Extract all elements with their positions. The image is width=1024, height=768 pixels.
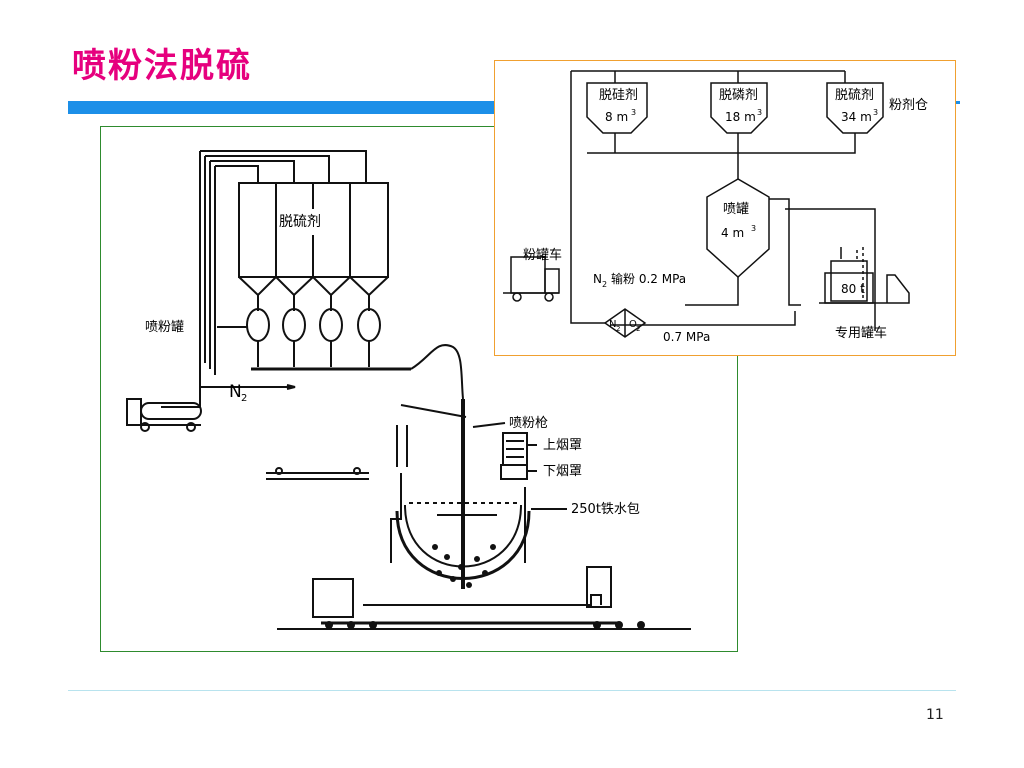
gas-box-oxygen: O	[629, 319, 637, 330]
silo-2-volume-sup: 3	[757, 108, 762, 117]
title-underline-tail	[956, 101, 960, 104]
nitrogen-subscript: 2	[241, 393, 247, 404]
silo-1-volume-sup: 3	[631, 108, 636, 117]
inset-diagram-panel: 脱硅剂 8 m 3 脱磷剂 18 m 3 脱硫剂 34 m 3 粉剂仓 喷罐 4…	[494, 60, 956, 356]
desulfurizer-label: 脱硫剂	[279, 214, 321, 230]
gas-box-oxygen-sub: 2	[636, 325, 640, 333]
pressure-label: 0.7 MPa	[663, 330, 710, 344]
car-capacity: 80 t	[841, 282, 865, 296]
silo-3-volume: 34 m	[841, 110, 872, 124]
lance-label: 喷粉枪	[509, 415, 548, 431]
injection-tank-volume-sup: 3	[751, 224, 756, 233]
silo-3-name: 脱硫剂	[835, 88, 874, 103]
transport-prefix: N	[593, 272, 602, 286]
silo-label-background	[306, 209, 336, 235]
title-underline-bar	[68, 101, 498, 114]
gas-box-nitrogen: N	[609, 319, 616, 330]
lower-hood-label: 下烟罩	[543, 464, 582, 479]
transport-subscript: 2	[602, 280, 607, 289]
page-title: 喷粉法脱硫	[72, 46, 252, 86]
injection-tank-name: 喷罐	[723, 202, 749, 217]
truck-label: 粉罐车	[523, 247, 562, 263]
injection-tank-label: 喷粉罐	[145, 320, 184, 335]
silo-2-name: 脱磷剂	[719, 88, 758, 103]
car-label: 专用罐车	[835, 325, 887, 341]
footer-divider	[68, 690, 956, 691]
silo-3-volume-sup: 3	[873, 108, 878, 117]
nitrogen-label: N	[229, 382, 242, 402]
silo-2-volume: 18 m	[725, 110, 756, 124]
silo-1-volume: 8 m	[605, 110, 628, 124]
injection-tank-volume: 4 m	[721, 226, 744, 240]
transport-label: 输粉 0.2 MPa	[611, 271, 686, 286]
gas-box-nitrogen-sub: 2	[616, 325, 620, 333]
storage-label: 粉剂仓	[889, 98, 928, 113]
upper-hood-label: 上烟罩	[543, 438, 582, 453]
page-number: 11	[926, 707, 944, 723]
silo-1-name: 脱硅剂	[599, 88, 638, 103]
desulfurization-plant-diagram: 脱硫剂 喷粉罐 N 2 喷粉枪 上烟罩 下烟罩 250t铁水包	[126, 150, 691, 630]
powder-feed-flow-diagram: 脱硅剂 8 m 3 脱磷剂 18 m 3 脱硫剂 34 m 3 粉剂仓 喷罐 4…	[503, 70, 928, 344]
ladle-label: 250t铁水包	[571, 502, 640, 517]
